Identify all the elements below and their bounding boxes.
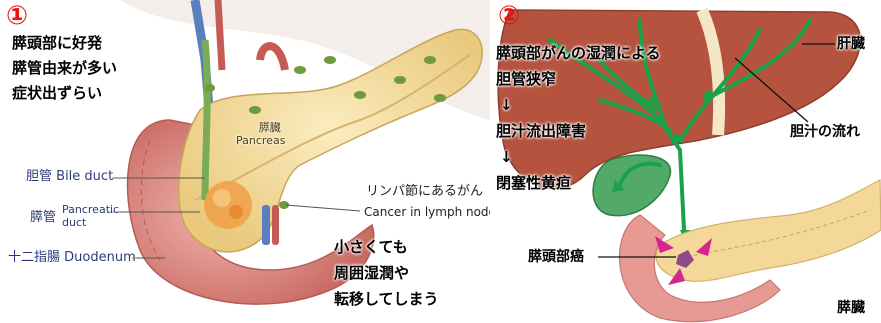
liver-label: 肝臓 [837,36,865,54]
flow-arrow-2: ↓ [500,148,513,167]
duodenum-label: 十二指腸 Duodenum [8,251,136,266]
tumor-label: 膵頭部癌 [528,249,584,267]
pancreas-label: 膵臓 Pancreas [236,122,285,147]
panel-number-1: ① [6,3,28,29]
pancreas-illustration-panel: ① 膵頭部に好発 膵管由来が多い 症状出ずらい 膵臓 Pancreas 胆管 B… [0,0,490,323]
note-line-2: 周囲湿潤や [334,264,409,283]
flow-line-2: 胆管狭窄 [496,70,556,89]
lymph-label-jp: リンパ節にあるがん [366,185,483,200]
flow-line-4: 閉塞性黄疸 [496,174,571,193]
note-line-3: 転移してしまう [334,290,439,309]
pancreatic-duct-label-en-1: Pancreatic [62,204,119,217]
headline-line-2: 膵管由来が多い [12,59,117,78]
bile-duct-label-en: Bile duct [56,169,113,184]
pancreas-label-2: 膵臓 [837,300,865,318]
bile-duct-label: 胆管 Bile duct [26,170,113,185]
flow-line-1: 膵頭部がんの湿潤による [496,44,661,63]
headline-line-1: 膵頭部に好発 [12,34,102,53]
pancreatic-duct-label-en: Pancreatic duct [62,204,119,229]
pancreatic-duct-label-en-2: duct [62,217,119,230]
flow-arrow-1: ↓ [500,96,513,115]
lymph-label-en: Cancer in lymph nodes [364,206,490,220]
bile-obstruction-panel: ② 膵頭部がんの湿潤による 胆管狭窄 ↓ 胆汁流出障害 ↓ 閉塞性黄疸 肝臓 胆… [490,0,881,323]
duodenum-label-jp: 十二指腸 [8,250,60,265]
pancreas-label-en: Pancreas [236,135,285,148]
tumor-shape [204,181,252,229]
duodenum-label-en: Duodenum [64,250,136,265]
bile-duct-label-jp: 胆管 [26,169,52,184]
pancreas-shape-2 [656,180,881,281]
pancreatic-duct-label-jp: 膵管 [30,211,56,226]
panel-number-2: ② [498,3,520,29]
note-line-1: 小さくても [334,238,408,257]
headline-line-3: 症状出ずらい [12,84,102,103]
pancreas-label-jp: 膵臓 [236,122,285,135]
bile-flow-label: 胆汁の流れ [790,124,860,142]
flow-line-3: 胆汁流出障害 [496,122,586,141]
